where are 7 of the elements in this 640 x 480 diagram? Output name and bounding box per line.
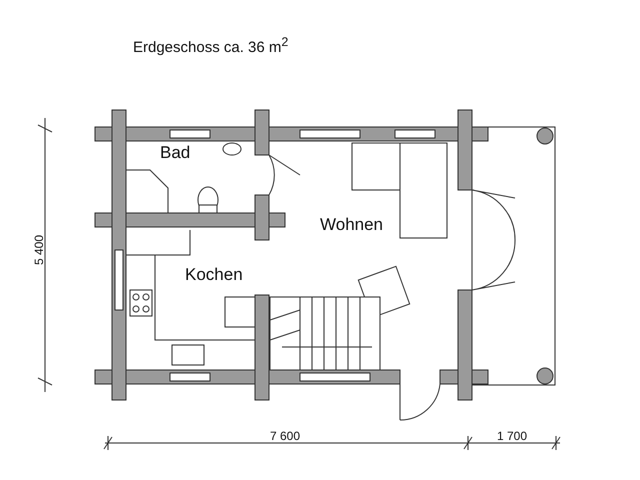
room-label: Kochen bbox=[185, 266, 243, 283]
plan-title: Erdgeschoss ca. 36 m$^{2}$ bbox=[133, 36, 288, 55]
dimension-label: 7 600 bbox=[270, 430, 300, 442]
dimension-label: 5 400 bbox=[33, 235, 45, 266]
room-label: Bad bbox=[160, 144, 190, 161]
room-label: Wohnen bbox=[320, 216, 384, 233]
dimension-label: 1 700 bbox=[497, 430, 528, 442]
